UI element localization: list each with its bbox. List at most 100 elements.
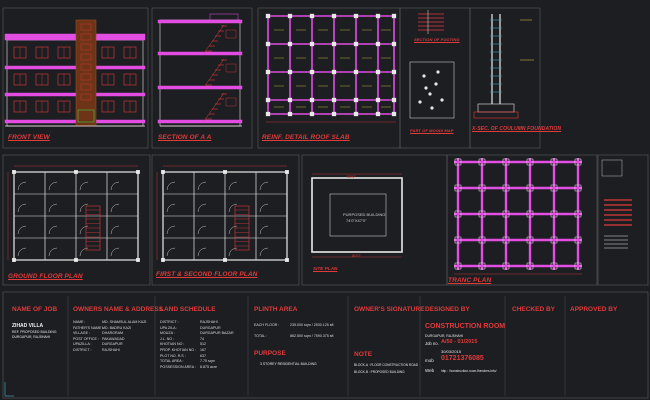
plan-column <box>223 258 227 262</box>
owners-heading: OWNERS NAME & ADDRESS <box>73 306 164 313</box>
plan-column <box>161 258 165 262</box>
door-swing <box>110 203 120 213</box>
main-door <box>77 109 95 123</box>
plan-column <box>285 170 289 174</box>
column <box>375 111 381 117</box>
kv-value: 637 <box>200 353 206 358</box>
kv-value: 8.875 acre <box>200 364 217 369</box>
door-swing <box>79 247 89 257</box>
footing-square <box>502 262 510 270</box>
kv-key: TOTAL AREA : <box>160 359 184 364</box>
roof-slab-drawing <box>265 13 397 123</box>
door-swing <box>259 181 269 191</box>
footing-square <box>526 210 534 218</box>
map-plot-point <box>430 106 434 110</box>
column <box>309 69 315 75</box>
column <box>331 13 337 19</box>
kv-value: 235.000 sqm / 2530.125 sft <box>290 323 334 327</box>
building-footprint <box>329 193 387 237</box>
kv-value: 167 <box>200 347 206 352</box>
footing-square <box>526 158 534 166</box>
door-swing <box>197 181 207 191</box>
job-name: ZIHAD VILLA <box>12 323 44 329</box>
column-foundation-drawing <box>473 14 534 119</box>
column <box>287 97 293 103</box>
door-swing <box>197 247 207 257</box>
first-floor-plan-drawing <box>156 165 289 262</box>
designed-by-heading: DESIGNED BY <box>425 306 470 313</box>
plan-column <box>74 258 78 262</box>
mob-label: mob <box>425 358 434 363</box>
door-swing <box>48 181 58 191</box>
column <box>309 13 315 19</box>
ground-floor-label: GROUND FLOOR PLAN <box>8 273 83 280</box>
purpose-heading: PURPOSE <box>254 350 286 357</box>
parapet-band <box>4 33 146 41</box>
kv-value: MD. BADRU KAZI <box>102 325 132 330</box>
kv-key: MOUZA : <box>160 331 175 336</box>
front-view-label: FRONT VIEW <box>8 134 50 141</box>
stair-window <box>80 23 92 31</box>
roof-parapet <box>209 13 239 21</box>
plan-column <box>161 170 165 174</box>
job-line-1: REF. PROPOSED BUILDING <box>12 330 57 334</box>
column <box>353 111 359 117</box>
column <box>353 69 359 75</box>
plinth-values: 235.000 sqm / 2530.125 sft 862.500 sqm / … <box>290 320 334 342</box>
footing-square <box>454 236 462 244</box>
plinth-area-heading: PLINTH AREA <box>254 306 298 313</box>
column <box>309 111 315 117</box>
column <box>309 41 315 47</box>
slab <box>157 51 243 56</box>
column <box>287 41 293 47</box>
owners-keys: NAME :FATHER'S NAME :VILLAGE :POST OFFIC… <box>73 320 103 354</box>
door-swing <box>197 203 207 213</box>
footing-square <box>502 184 510 192</box>
column <box>265 69 271 75</box>
first-floor-label: FIRST & SECOND FLOOR PLAN <box>156 271 258 278</box>
kv-key: FATHER'S NAME : <box>73 325 104 330</box>
door-swing <box>110 247 120 257</box>
slab <box>157 85 243 90</box>
stair-flight <box>203 92 225 122</box>
column <box>391 69 397 75</box>
column <box>353 97 359 103</box>
stair-flight <box>203 24 225 54</box>
kv-value: DURGAPUR <box>102 342 123 347</box>
land-keys: DISTRICT :UPA ZILA :MOUZA :J.L. NO :KHOT… <box>160 320 196 370</box>
kv-key: POST OFFICE : <box>73 336 99 341</box>
plan-column <box>12 170 16 174</box>
kv-value: PAKAWADAD <box>102 336 125 341</box>
door-swing <box>110 181 120 191</box>
land-schedule-heading: LAND SCHEDULE <box>160 306 216 313</box>
panel-frames <box>2 7 649 399</box>
stair-window <box>80 43 92 51</box>
door-swing <box>48 203 58 213</box>
footing-square <box>478 210 486 218</box>
plan-column <box>74 170 78 174</box>
door-swing <box>79 203 89 213</box>
slab <box>157 119 243 124</box>
column <box>331 69 337 75</box>
footing-square <box>478 184 486 192</box>
door-swing <box>166 181 176 191</box>
plan-column <box>136 170 140 174</box>
note-line-2: BLOCK-B : PROPOSED BUILDING <box>354 370 405 374</box>
column <box>391 111 397 117</box>
door-swing <box>259 203 269 213</box>
footing-square <box>550 236 558 244</box>
kv-key: TOTAL : <box>254 334 268 338</box>
map-plot-point <box>428 92 432 96</box>
column <box>375 97 381 103</box>
column <box>353 41 359 47</box>
kv-value: 862.500 sqm / 7590.375 sft <box>290 334 334 338</box>
map-plot-point <box>436 70 440 74</box>
checked-by-heading: CHECKED BY <box>512 306 555 313</box>
plan-column <box>223 170 227 174</box>
ucs-marker-icon <box>4 382 14 397</box>
site-plan-drawing <box>311 173 403 258</box>
design-date: 30/03/2015 <box>441 349 462 354</box>
plan-column <box>285 258 289 262</box>
building-outline <box>6 39 144 127</box>
section-aa-drawing <box>157 13 243 127</box>
